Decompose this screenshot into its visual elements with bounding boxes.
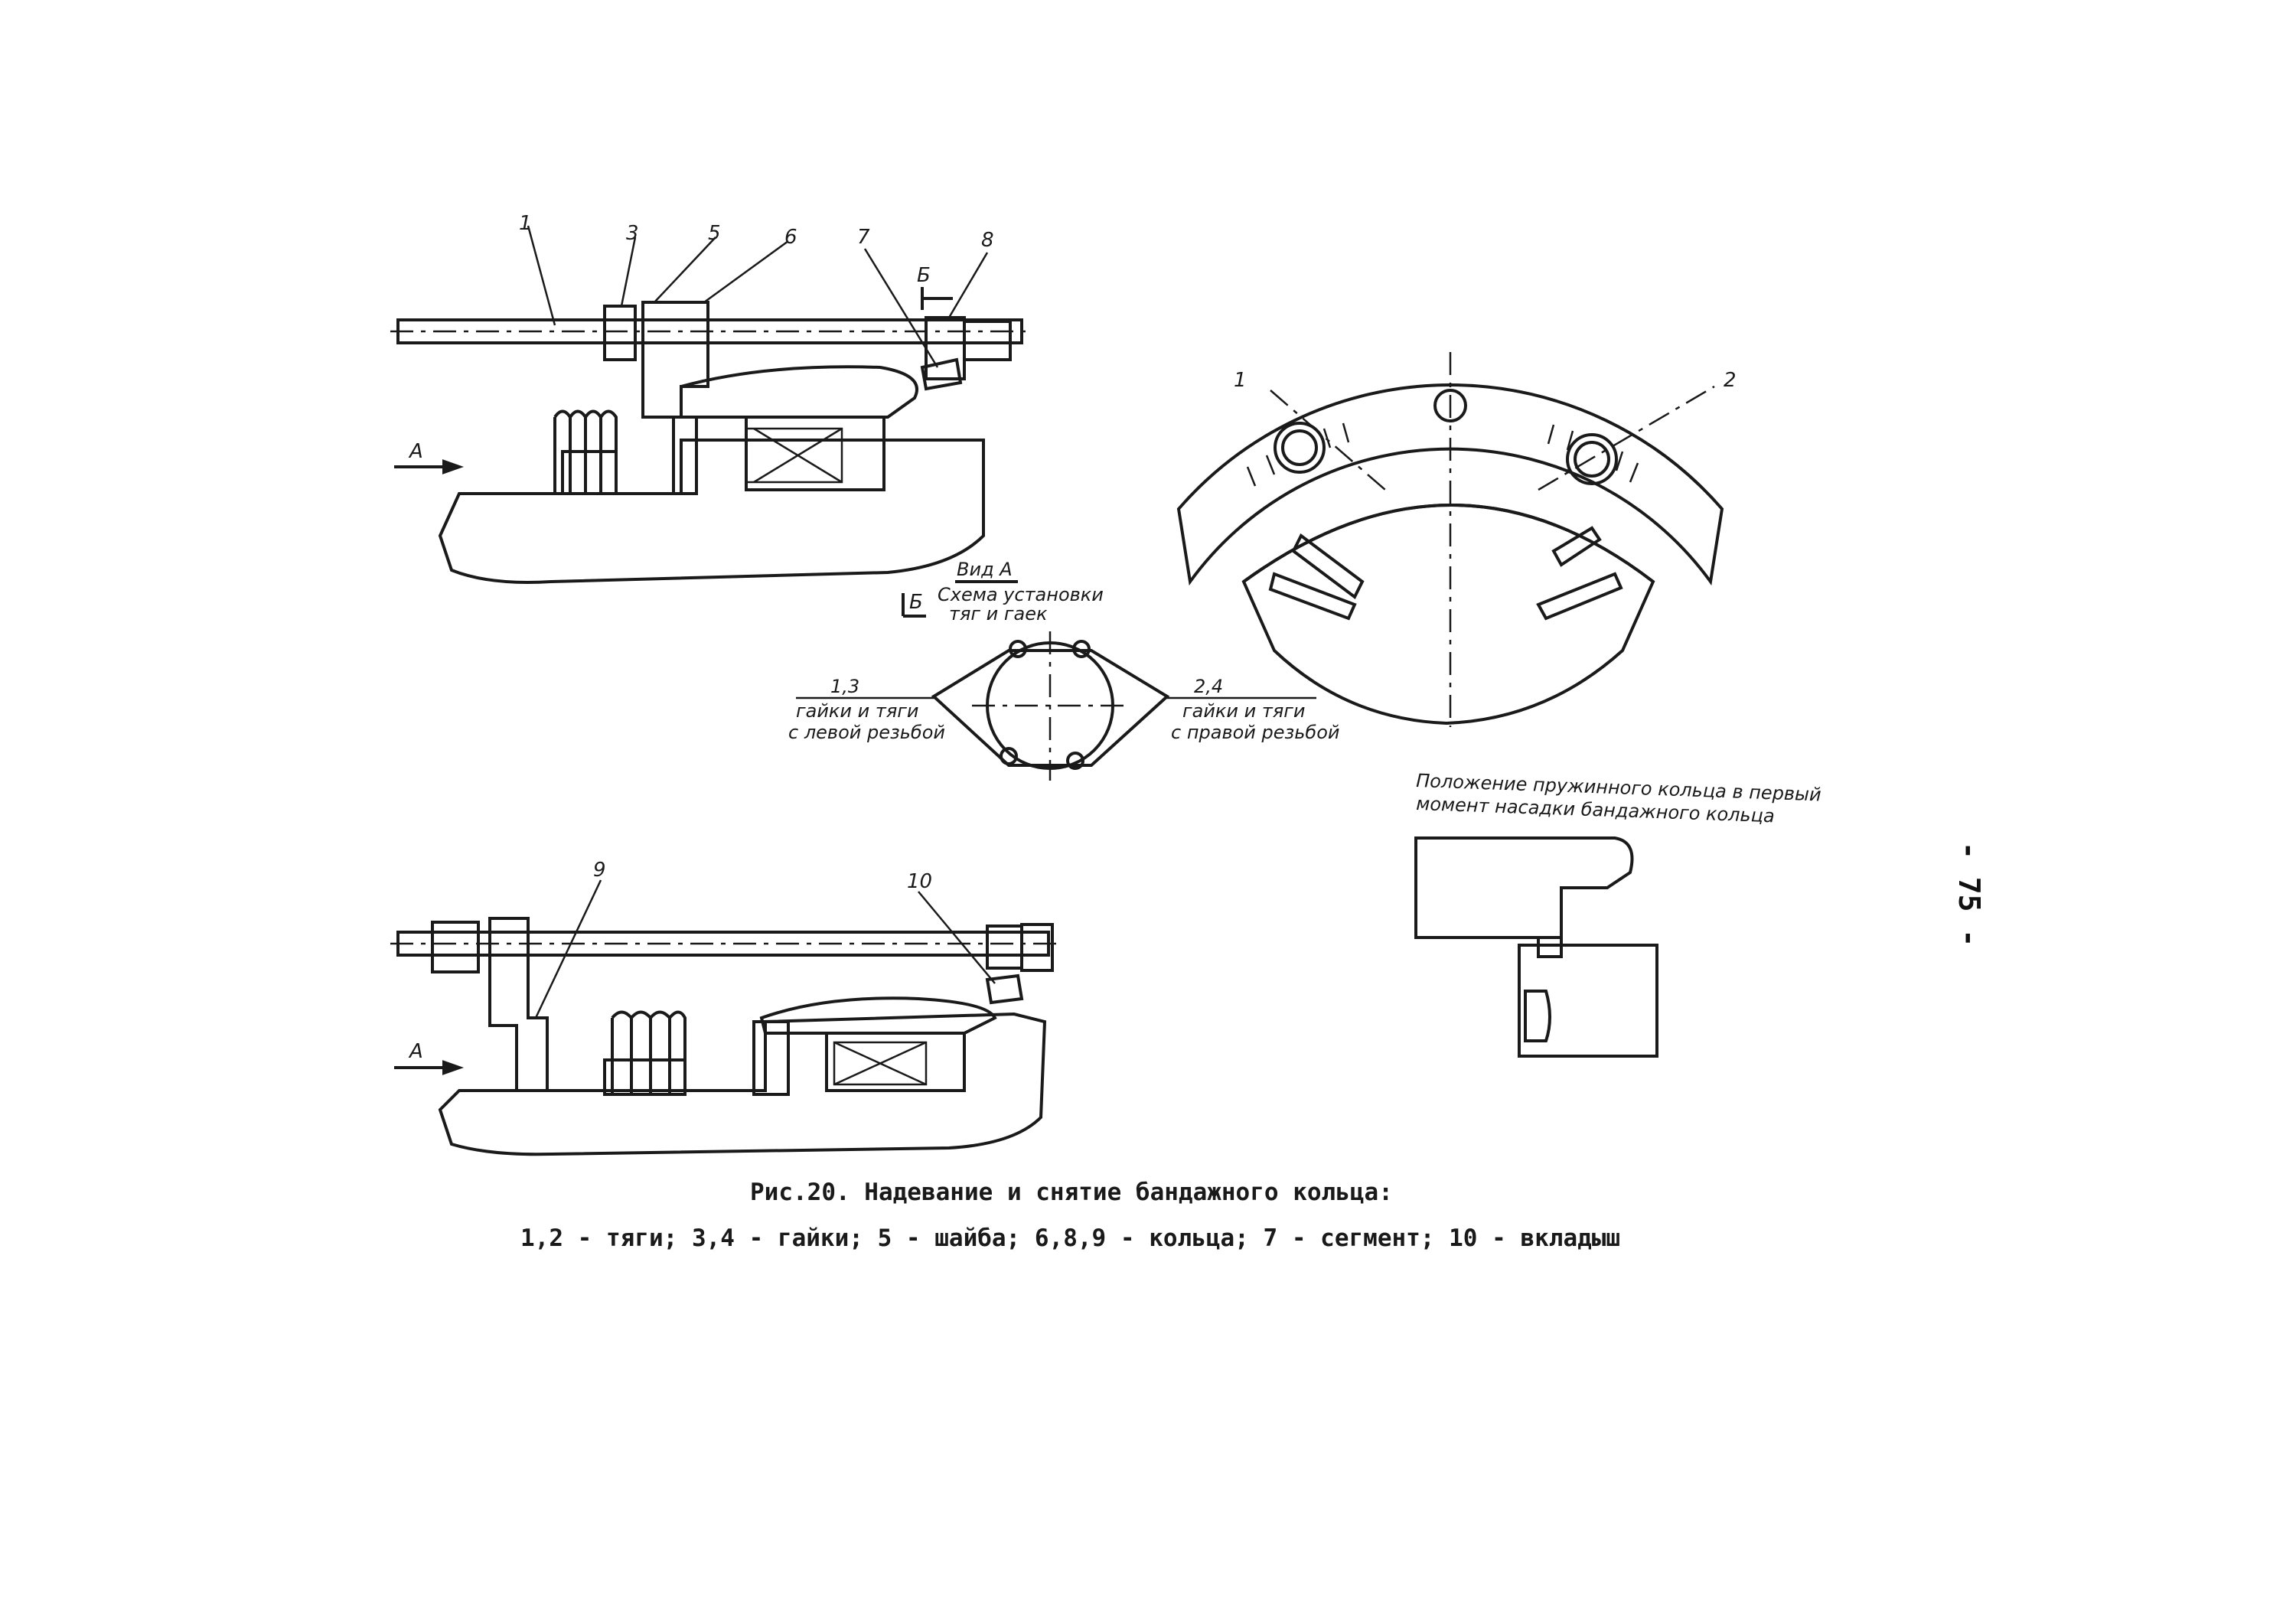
section-mark-top: Б bbox=[917, 264, 931, 287]
sector-center-hole bbox=[1433, 389, 1467, 422]
left-thread-line2: с левой резьбой bbox=[788, 722, 945, 743]
page-number: - 75 - bbox=[1952, 842, 1986, 947]
spring-ring-detail bbox=[1414, 836, 1658, 1058]
sector-rod-1 bbox=[1281, 429, 1318, 466]
bottom-assembly bbox=[390, 879, 1056, 1156]
sector-label-2: 2 bbox=[1724, 369, 1737, 392]
figure-caption-title: Рис.20. Надевание и снятие бандажного ко… bbox=[750, 1179, 1393, 1206]
bottom-bearing-box bbox=[825, 1032, 966, 1092]
top-shaft-body bbox=[438, 439, 985, 584]
figure-caption-legend: 1,2 - тяги; 3,4 - гайки; 5 - шайба; 6,8,… bbox=[520, 1225, 1621, 1252]
sector-tools bbox=[1268, 526, 1623, 621]
view-a-subtitle-2: тяг и гаек bbox=[949, 603, 1048, 624]
bottom-label-9: 9 bbox=[593, 859, 606, 882]
top-label-5: 5 bbox=[708, 222, 721, 245]
top-label-6: 6 bbox=[784, 226, 797, 249]
bottom-spring-fins bbox=[603, 1010, 687, 1096]
top-segment-7 bbox=[920, 357, 963, 391]
sector-view bbox=[1176, 352, 1724, 727]
spring-ring-detail-captions: Положение пружинного кольца в первый мом… bbox=[1416, 770, 1821, 827]
top-label-1: 1 bbox=[519, 212, 532, 235]
left-thread-number: 1,3 bbox=[830, 676, 859, 697]
top-nut-3 bbox=[603, 305, 637, 361]
top-view-arrow-label: А bbox=[408, 440, 423, 463]
detail-lower-part bbox=[1518, 944, 1658, 1058]
sector-rod-2 bbox=[1574, 441, 1610, 478]
top-label-8: 8 bbox=[981, 229, 994, 252]
sector-labels: 1 2 bbox=[1234, 369, 1737, 392]
left-thread-line1: гайки и тяги bbox=[796, 700, 919, 722]
view-a-title: Вид А bbox=[957, 559, 1013, 580]
bottom-bandage-ring bbox=[759, 996, 997, 1035]
top-label-7: 7 bbox=[857, 226, 870, 249]
sector-outer-arc bbox=[1176, 383, 1724, 586]
top-assembly-labels: 1 3 5 6 7 8 Б Б А bbox=[408, 212, 994, 614]
top-spring-fins bbox=[553, 409, 618, 495]
bottom-ring-9 bbox=[488, 917, 549, 1092]
view-a-subtitle-1: Схема установки bbox=[938, 584, 1104, 605]
top-assembly bbox=[390, 225, 1029, 618]
section-mark-bottom: Б bbox=[909, 591, 923, 614]
detail-upper-part bbox=[1414, 836, 1634, 939]
bottom-label-10: 10 bbox=[907, 870, 932, 893]
right-thread-number: 2,4 bbox=[1194, 676, 1223, 697]
view-a-scheme bbox=[796, 580, 1316, 781]
bottom-view-arrow-label: А bbox=[408, 1040, 423, 1063]
bottom-assembly-labels: 9 10 А bbox=[408, 859, 932, 1063]
sector-label-1: 1 bbox=[1234, 369, 1247, 392]
bottom-shaft-body bbox=[438, 1012, 1047, 1156]
bottom-insert-10 bbox=[985, 973, 1024, 1005]
right-thread-line2: с правой резьбой bbox=[1171, 722, 1340, 743]
right-thread-line1: гайки и тяги bbox=[1182, 700, 1306, 722]
top-bandage-ring bbox=[680, 365, 918, 419]
view-a-labels: Вид А Схема установки тяг и гаек 1,3 гай… bbox=[788, 559, 1340, 743]
top-label-3: 3 bbox=[626, 222, 639, 245]
